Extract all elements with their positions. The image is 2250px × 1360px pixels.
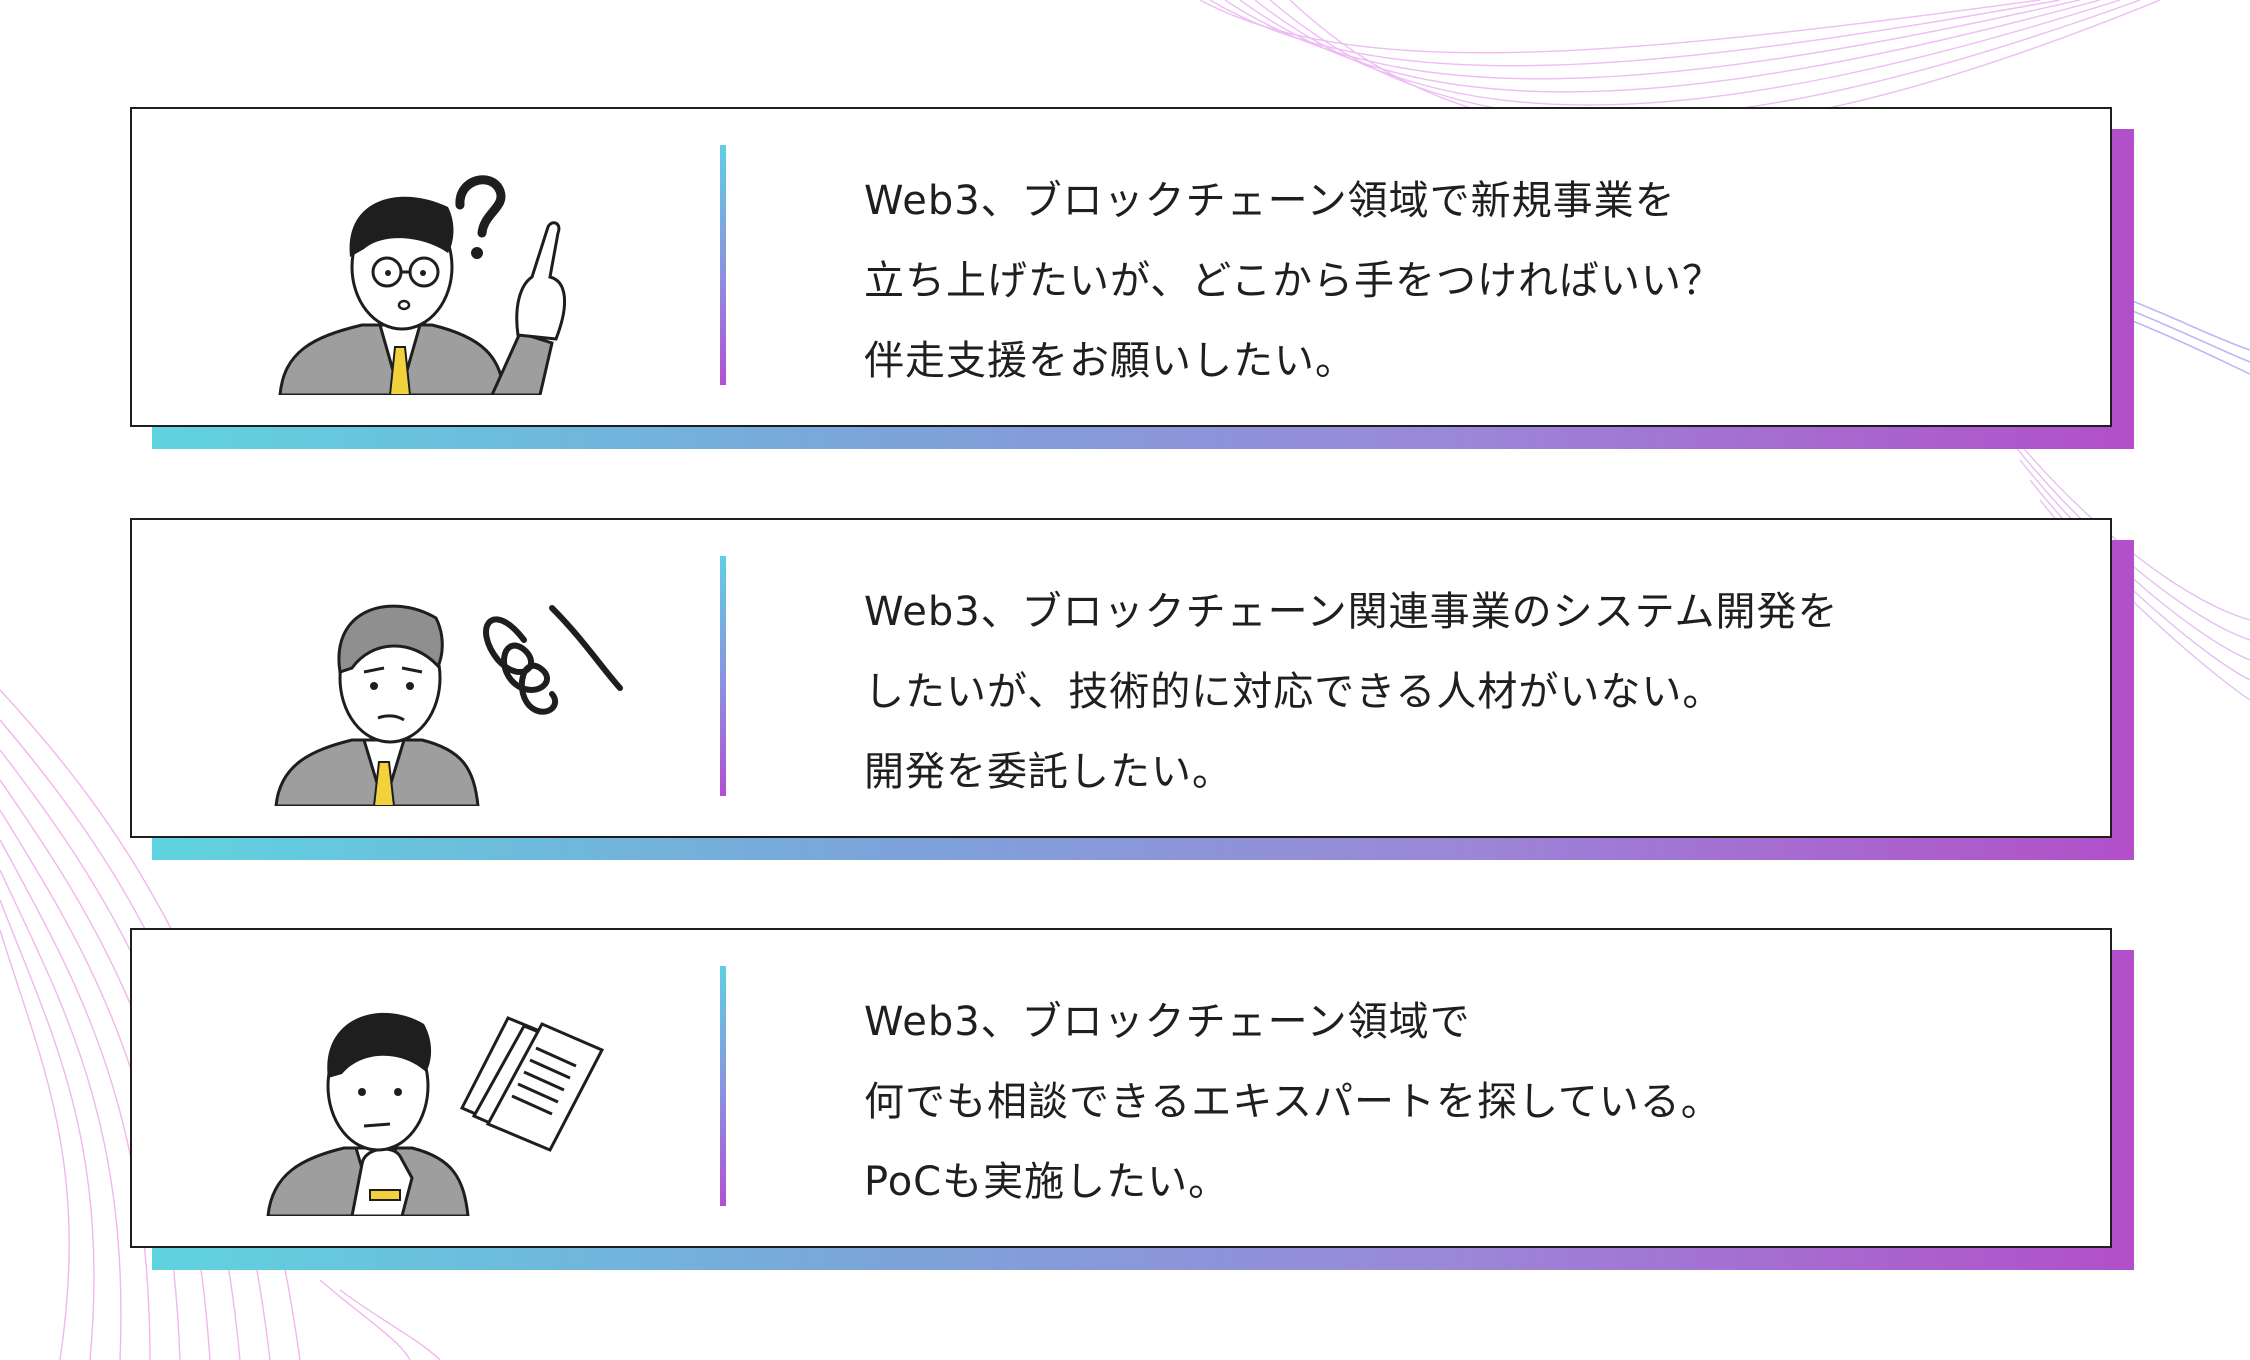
card-body: Web3、ブロックチェーン関連事業のシステム開発を したいが、技術的に対応できる…	[130, 518, 2112, 838]
worried-businessman-scribble-icon	[274, 604, 623, 806]
card-divider	[720, 145, 726, 385]
card-divider	[720, 556, 726, 796]
card-text-line: 開発を委託したい。	[864, 749, 1233, 795]
card-text-line: Web3、ブロックチェーン領域で新規事業を	[864, 178, 1676, 224]
card-text-line: Web3、ブロックチェーン領域で	[864, 999, 1471, 1045]
card-text: Web3、ブロックチェーン領域で 何でも相談できるエキスパートを探している。 P…	[864, 982, 2064, 1222]
card-text-line: Web3、ブロックチェーン関連事業のシステム開発を	[864, 589, 1839, 635]
card-text: Web3、ブロックチェーン関連事業のシステム開発を したいが、技術的に対応できる…	[864, 572, 2064, 812]
card-body: Web3、ブロックチェーン領域で新規事業を 立ち上げたいが、どこから手をつければ…	[130, 107, 2112, 427]
card-divider	[720, 966, 726, 1206]
card-text-line: 何でも相談できるエキスパートを探している。	[864, 1079, 1722, 1125]
problem-card: Web3、ブロックチェーン領域で 何でも相談できるエキスパートを探している。 P…	[130, 928, 2134, 1270]
thinking-businessman-documents-icon	[266, 1012, 605, 1216]
card-text: Web3、ブロックチェーン領域で新規事業を 立ち上げたいが、どこから手をつければ…	[864, 161, 2064, 401]
problem-card: Web3、ブロックチェーン関連事業のシステム開発を したいが、技術的に対応できる…	[130, 518, 2134, 860]
card-text-line: したいが、技術的に対応できる人材がいない。	[864, 669, 1724, 715]
problem-card: Web3、ブロックチェーン領域で新規事業を 立ち上げたいが、どこから手をつければ…	[130, 107, 2134, 449]
card-body: Web3、ブロックチェーン領域で 何でも相談できるエキスパートを探している。 P…	[130, 928, 2112, 1248]
confused-businessman-pointing-question-icon	[278, 175, 567, 395]
card-text-line: 伴走支援をお願いしたい。	[864, 338, 1356, 384]
card-text-line: 立ち上げたいが、どこから手をつければいい？	[864, 258, 1723, 304]
card-text-line: PoCも実施したい。	[864, 1159, 1230, 1205]
